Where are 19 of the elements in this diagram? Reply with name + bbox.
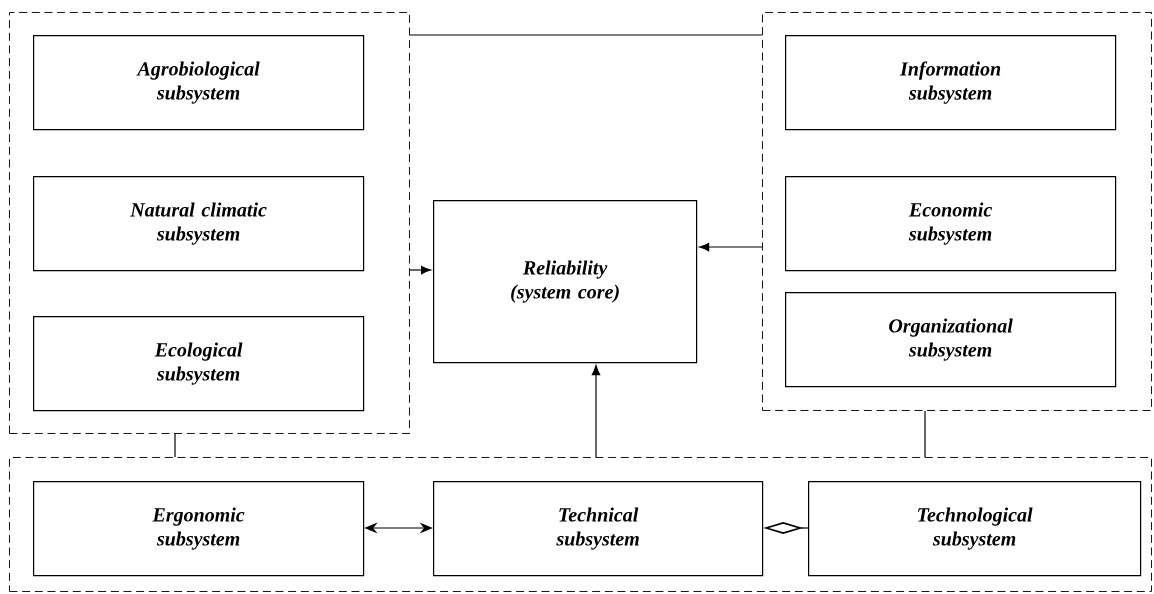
subsystem-box: Agrobiological subsystem <box>33 35 365 131</box>
subsystem-box: Ecological subsystem <box>33 316 365 412</box>
subsystem-box: Technical subsystem <box>433 481 764 577</box>
connector-line <box>174 433 176 458</box>
subsystem-box: Information subsystem <box>785 35 1117 131</box>
group-frame <box>9 12 410 434</box>
arrow <box>591 365 601 458</box>
subsystem-box: Natural climatic subsystem <box>33 176 365 272</box>
subsystem-box: Organizational subsystem <box>785 292 1117 388</box>
arrow <box>699 242 763 252</box>
subsystem-box: Economic subsystem <box>785 176 1117 272</box>
subsystem-box: Technological subsystem <box>808 481 1142 577</box>
core-box: Reliability (system core) <box>433 200 698 364</box>
connector-line <box>409 34 763 36</box>
group-frame <box>762 12 1152 411</box>
arrow <box>409 265 432 275</box>
group-frame <box>9 457 1152 592</box>
connector-line <box>924 410 926 458</box>
subsystem-box: Ergonomic subsystem <box>33 481 365 577</box>
